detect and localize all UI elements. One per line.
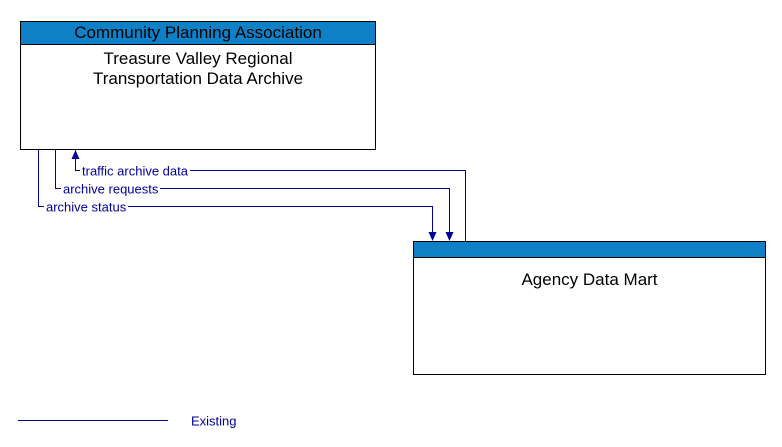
box-title-treasure-valley-archive: Treasure Valley Regional Transportation …	[92, 49, 304, 88]
legend-label: Existing	[191, 413, 237, 429]
flow-label-archive-status: archive status	[44, 199, 129, 215]
arrowhead-up-traffic-archive-data	[71, 150, 80, 159]
box-title-agency-data-mart: Agency Data Mart	[521, 270, 658, 289]
box-community-planning-association: Community Planning Association Treasure …	[20, 21, 376, 150]
arrowhead-down-archive-requests	[445, 232, 454, 241]
flow-label-traffic-archive-data: traffic archive data	[80, 163, 190, 179]
flow-label-archive-requests: archive requests	[61, 181, 161, 197]
box-header-agency-data-mart	[414, 242, 765, 258]
arrowhead-down-archive-status	[428, 232, 437, 241]
box-header-community-planning-association: Community Planning Association	[21, 22, 375, 45]
box-agency-data-mart: Agency Data Mart	[413, 241, 766, 375]
